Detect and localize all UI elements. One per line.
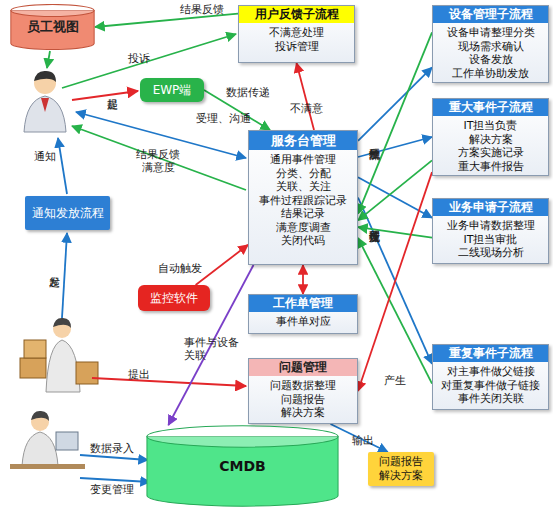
process-box: 服务台管理通用事件管理 分类、分配 关联、关注 事件过程跟踪记录 结果记录 满意…: [248, 130, 358, 265]
edge-label: 结果反馈: [180, 3, 224, 16]
box-body: 通用事件管理 分类、分配 关联、关注 事件过程跟踪记录 结果记录 满意度调查 关…: [249, 150, 357, 251]
box-heading: 业务申请子流程: [433, 199, 548, 216]
box-heading: 重大事件子流程: [433, 99, 548, 116]
text-holder: 员工视图: [10, 4, 95, 50]
flow-connector: [358, 160, 432, 220]
edge-label: 数据传递: [226, 86, 270, 99]
flow-arrow: [47, 51, 50, 68]
text-holder: 监控软件: [138, 285, 210, 311]
node-text: 员工视图: [27, 20, 79, 34]
flow-connector: [358, 67, 432, 140]
text-holder: EWP端: [140, 78, 204, 102]
person-figure: [24, 71, 66, 132]
node-text: 通知发放流程: [32, 206, 104, 220]
node-text: 问题报告 解决方案: [368, 455, 434, 483]
edge-label: 输出: [352, 434, 374, 447]
process-box: 重大事件子流程IT担当负责 解决方案 方案实施记录 重大事件报告: [432, 98, 549, 176]
process-box: 设备管理子流程设备申请整理分类 现场需求确认 设备发放 工作单协助发放: [432, 5, 549, 83]
edge-label: 自动触发: [158, 262, 202, 275]
box-heading: 问题管理: [249, 359, 357, 376]
flow-label: 结果反馈 满意度: [128, 148, 188, 174]
flow-arrow: [72, 91, 138, 100]
flow-connector: [358, 32, 432, 213]
flow-arrow: [72, 126, 246, 190]
node-text: EWP端: [153, 83, 192, 97]
computer-user-figure: [10, 411, 85, 469]
flow-label: 提出: [128, 368, 150, 381]
box-body: 问题数据整理 问题报告 解决方案: [249, 376, 357, 423]
flow-connector: [358, 172, 432, 391]
flow-connector: [358, 227, 432, 237]
box-heading: 用户反馈子流程: [239, 6, 354, 23]
process-box: 问题报告 解决方案: [368, 452, 434, 486]
delivery-figure: [20, 318, 98, 392]
database-cylinder: CMDB: [145, 425, 340, 507]
text-holder: 问题报告 解决方案: [368, 452, 434, 486]
process-box: 业务申请子流程业务申请数据整理 IT担当审批 二线现场分析: [432, 198, 549, 264]
node-text: CMDB: [219, 459, 266, 473]
box-body: IT担当负责 解决方案 方案实施记录 重大事件报告: [433, 116, 548, 176]
box-body: 不满意处理 投诉管理: [239, 23, 354, 56]
edge-label: 产生: [384, 374, 406, 387]
flow-connector: [196, 245, 248, 285]
process-box: 问题管理问题数据整理 问题报告 解决方案: [248, 358, 358, 424]
rounded-box: 监控软件: [138, 285, 210, 311]
flow-label: 变更管理: [90, 483, 134, 496]
box-heading: 服务台管理: [249, 131, 357, 150]
edge-label: 事件与设备关联: [184, 336, 242, 362]
flow-label: 受理、沟通: [196, 112, 251, 125]
box-body: 业务申请数据整理 IT担当审批 二线现场分析: [433, 216, 548, 263]
flow-arrow: [58, 138, 67, 194]
flow-label: 通知: [34, 150, 56, 163]
edge-label: 不满意: [290, 102, 323, 115]
flow-connector: [302, 265, 304, 294]
flow-arrow: [92, 378, 246, 386]
flow-arrow: [80, 478, 150, 482]
flow-connector: [331, 424, 388, 452]
database-cylinder: 员工视图: [10, 4, 95, 50]
process-box: 工作单管理事件单对应: [248, 294, 358, 334]
box-heading: 设备管理子流程: [433, 6, 548, 23]
flow-label: 投诉: [128, 52, 150, 65]
text-holder: CMDB: [145, 425, 340, 507]
flow-label: 数据录入: [90, 442, 134, 455]
flow-arrow: [62, 233, 67, 318]
process-box: 重复事件子流程对主事件做父链接 对重复事件做子链接 事件关闭关联: [432, 344, 549, 410]
box-body: 设备申请整理分类 现场需求确认 设备发放 工作单协助发放: [433, 23, 548, 83]
text-holder: 通知发放流程: [25, 196, 110, 230]
flow-connector: [358, 137, 432, 157]
box-body: 事件单对应: [249, 312, 357, 332]
rounded-box: EWP端: [140, 78, 204, 102]
process-box: 用户反馈子流程不满意处理 投诉管理: [238, 5, 355, 63]
flow-connector: [297, 63, 315, 130]
box-heading: 工作单管理: [249, 295, 357, 312]
process-box: 通知发放流程: [25, 196, 110, 230]
flow-arrow: [80, 455, 148, 460]
flow-connector: [358, 238, 432, 384]
box-body: 对主事件做父链接 对重复事件做子链接 事件关闭关联: [433, 362, 548, 409]
box-heading: 重复事件子流程: [433, 345, 548, 362]
node-text: 监控软件: [150, 291, 198, 305]
